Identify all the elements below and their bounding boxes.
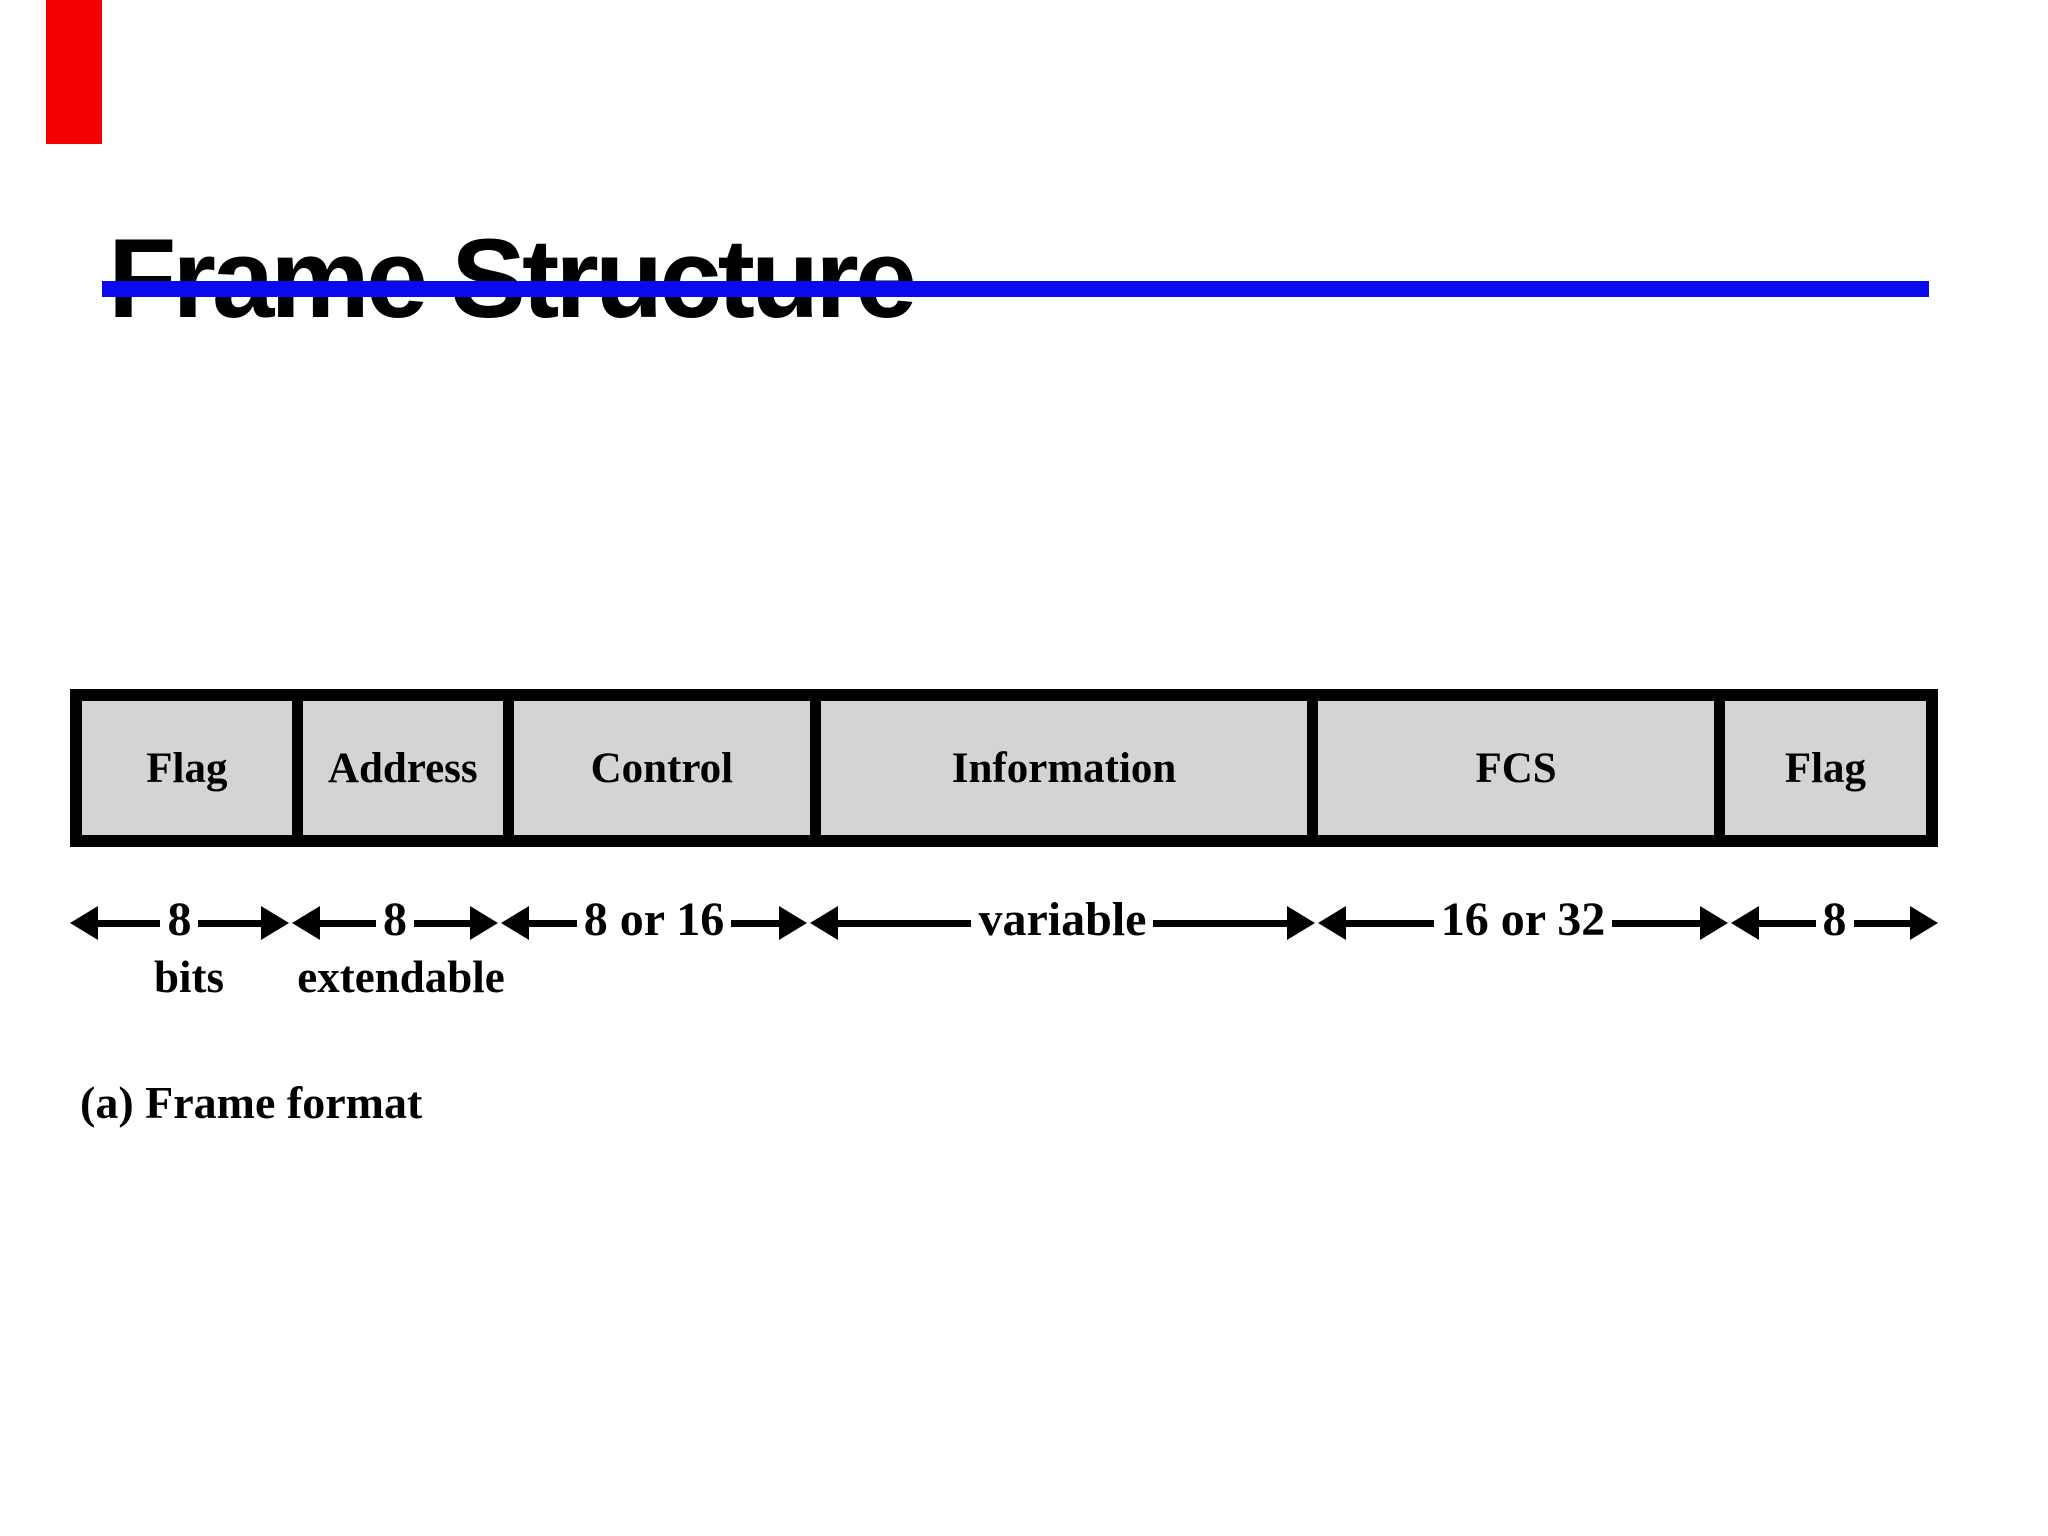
arrowhead-left-icon (70, 906, 98, 940)
field-width-arrows-row: 8 8 8 or 16 variable 16 or 32 8 (70, 893, 1939, 947)
width-arrow-segment-4: 16 or 32 (1315, 893, 1729, 947)
frame-field-label: Flag (146, 744, 228, 792)
arrow-line (318, 919, 376, 927)
field-size-label: 8 (1822, 893, 1847, 946)
width-arrow-segment-3: variable (807, 893, 1315, 947)
figure-caption: (a) Frame format (80, 1077, 423, 1128)
arrow-line (198, 919, 262, 927)
template-accent-bar (46, 0, 102, 144)
arrowhead-left-icon (501, 906, 529, 940)
frame-field-information-3: Information (809, 701, 1308, 835)
arrow-line (1612, 919, 1702, 927)
width-arrow-segment-2: 8 or 16 (498, 893, 807, 947)
arrowhead-right-icon (1286, 906, 1315, 940)
unit-label-bits: bits (153, 952, 225, 1002)
field-size-label: 8 (382, 893, 407, 946)
title-underline (102, 281, 1929, 297)
arrowhead-right-icon (1910, 906, 1939, 940)
arrowhead-right-icon (260, 906, 289, 940)
field-size-label: 16 or 32 (1440, 893, 1606, 946)
arrow-line (837, 919, 972, 927)
arrow-line (731, 919, 780, 927)
page-title: Frame Structure (108, 216, 917, 342)
field-size-label: 8 or 16 (583, 893, 725, 946)
frame-field-flag-0: Flag (82, 701, 292, 835)
frame-field-flag-5: Flag (1713, 701, 1927, 835)
arrowhead-left-icon (1731, 906, 1760, 940)
frame-field-label: Address (327, 744, 478, 792)
arrowhead-right-icon (470, 906, 499, 940)
frame-field-address-1: Address (291, 701, 503, 835)
unit-label-extendable: extendable (297, 952, 505, 1002)
arrowhead-right-icon (1700, 906, 1729, 940)
arrow-line (1153, 919, 1288, 927)
arrow-line (1758, 919, 1816, 927)
field-size-label: 8 (167, 893, 192, 946)
arrowhead-left-icon (291, 906, 320, 940)
frame-fields-row: Flag Address Control Information FCS Flag (70, 689, 1938, 847)
arrowhead-left-icon (810, 906, 838, 940)
arrow-line (97, 919, 161, 927)
arrow-line (528, 919, 577, 927)
frame-field-label: Information (951, 744, 1177, 792)
field-size-label: variable (978, 893, 1147, 946)
arrow-line (1853, 919, 1912, 927)
arrowhead-left-icon (1317, 906, 1346, 940)
frame-field-control-2: Control (502, 701, 810, 835)
width-arrow-segment-0: 8 (70, 893, 289, 947)
frame-field-label: Control (590, 744, 734, 792)
arrow-line (1344, 919, 1434, 927)
arrowhead-right-icon (779, 906, 807, 940)
frame-field-label: Flag (1784, 744, 1867, 792)
width-arrow-segment-5: 8 (1728, 893, 1939, 947)
frame-field-fcs-4: FCS (1307, 701, 1714, 835)
arrow-line (413, 919, 472, 927)
frame-field-label: FCS (1475, 744, 1557, 792)
width-arrow-segment-1: 8 (289, 893, 499, 947)
